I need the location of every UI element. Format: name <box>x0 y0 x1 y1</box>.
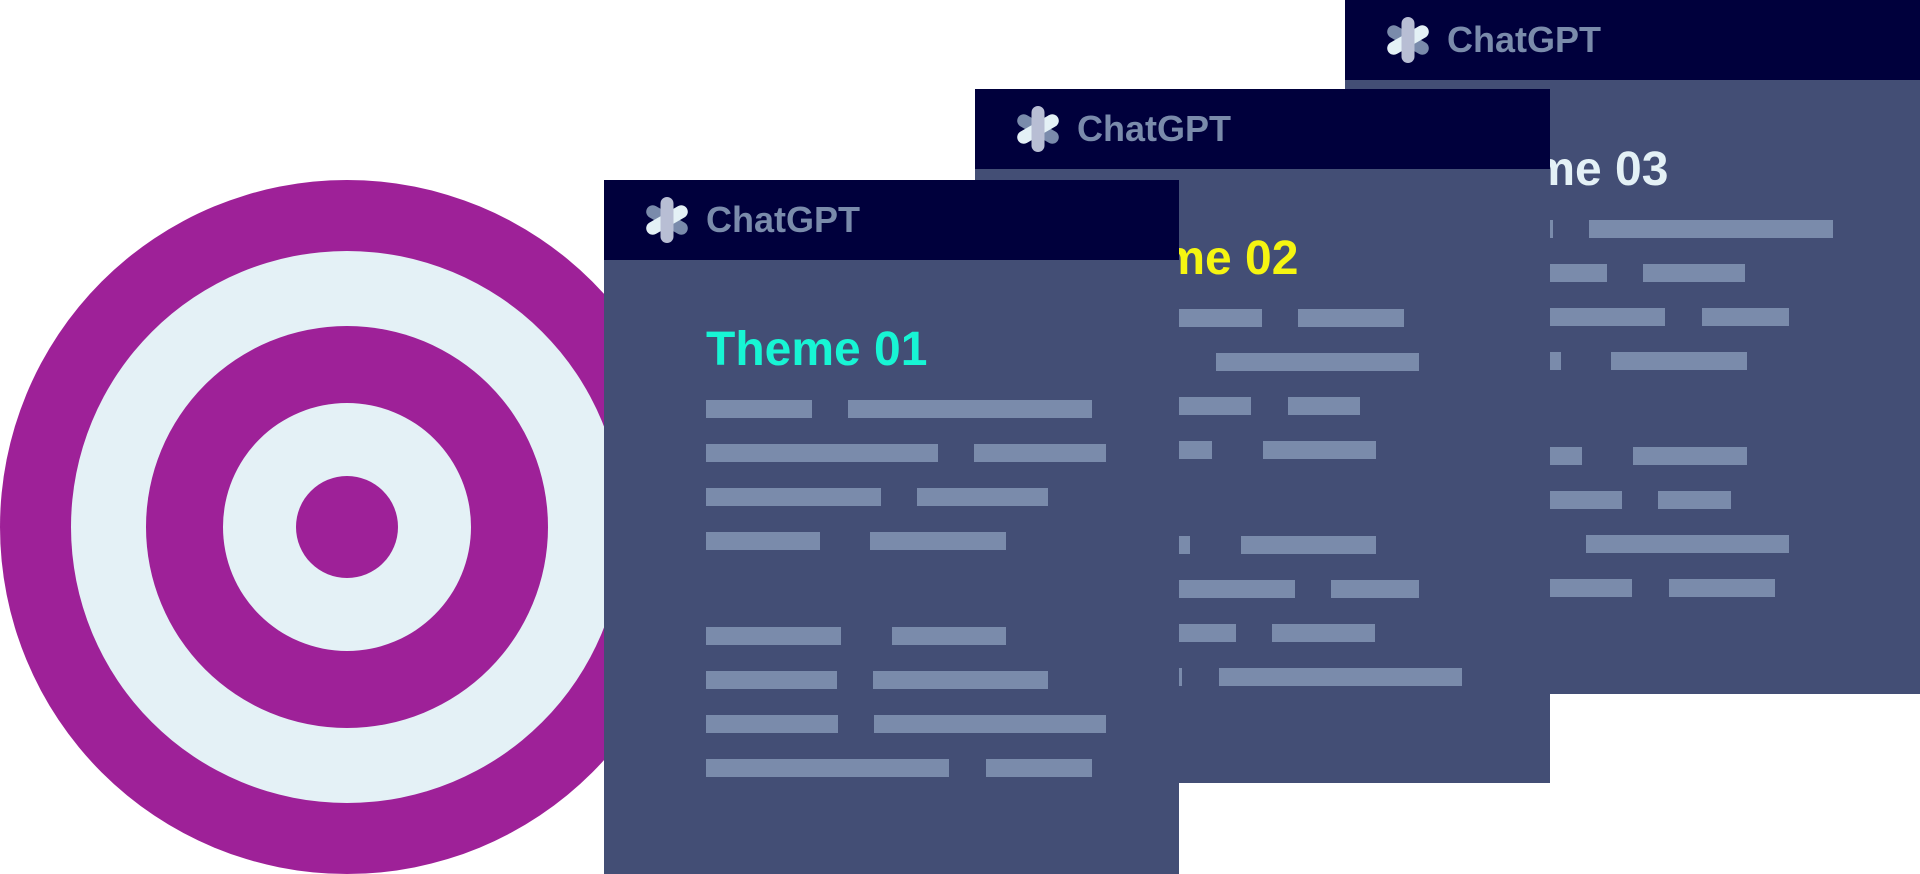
placeholder-text-line <box>706 759 949 777</box>
placeholder-text-line <box>986 759 1092 777</box>
placeholder-text-line <box>1633 447 1747 465</box>
placeholder-text-line <box>706 444 938 462</box>
card-header: ChatGPT <box>975 89 1550 169</box>
placeholder-text-line <box>706 627 841 645</box>
chatgpt-logo-icon <box>646 197 688 243</box>
placeholder-text-line <box>1241 536 1376 554</box>
placeholder-text-line <box>1669 579 1775 597</box>
placeholder-text-line <box>1263 441 1376 459</box>
placeholder-text-line <box>874 715 1106 733</box>
target-icon <box>0 180 694 874</box>
placeholder-text-line <box>1331 580 1419 598</box>
placeholder-text-line <box>1702 308 1789 326</box>
bullseye-target-graphic <box>0 180 694 874</box>
placeholder-text-line <box>1586 535 1789 553</box>
placeholder-text-line <box>1288 397 1360 415</box>
placeholder-text-line <box>870 532 1006 550</box>
theme-card-1: ChatGPT Theme 01 <box>604 180 1179 874</box>
target-bullseye <box>296 476 398 578</box>
placeholder-text-line <box>1611 352 1747 370</box>
brand-label: ChatGPT <box>1447 19 1602 60</box>
brand-label: ChatGPT <box>706 199 861 240</box>
card-header: ChatGPT <box>1345 0 1920 80</box>
card-header: ChatGPT <box>604 180 1179 260</box>
placeholder-text-line <box>892 627 1006 645</box>
placeholder-text-line <box>706 671 837 689</box>
placeholder-text-line <box>706 488 881 506</box>
placeholder-text-line <box>873 671 1048 689</box>
placeholder-text-line <box>1216 353 1419 371</box>
chatgpt-logo-icon <box>1017 106 1059 152</box>
placeholder-text-line <box>706 715 838 733</box>
placeholder-text-line <box>1643 264 1745 282</box>
placeholder-text-line <box>706 400 812 418</box>
placeholder-text-line <box>974 444 1106 462</box>
placeholder-text-line <box>1272 624 1375 642</box>
chatgpt-logo-icon <box>1387 17 1429 63</box>
brand-label: ChatGPT <box>1077 108 1232 149</box>
theme-title: Theme 01 <box>706 323 928 376</box>
placeholder-text-line <box>1219 668 1462 686</box>
placeholder-text-line <box>706 532 820 550</box>
placeholder-text-line <box>1298 309 1404 327</box>
placeholder-text-line <box>1658 491 1731 509</box>
placeholder-text-line <box>848 400 1092 418</box>
placeholder-text-line <box>1589 220 1833 238</box>
placeholder-text-line <box>917 488 1048 506</box>
